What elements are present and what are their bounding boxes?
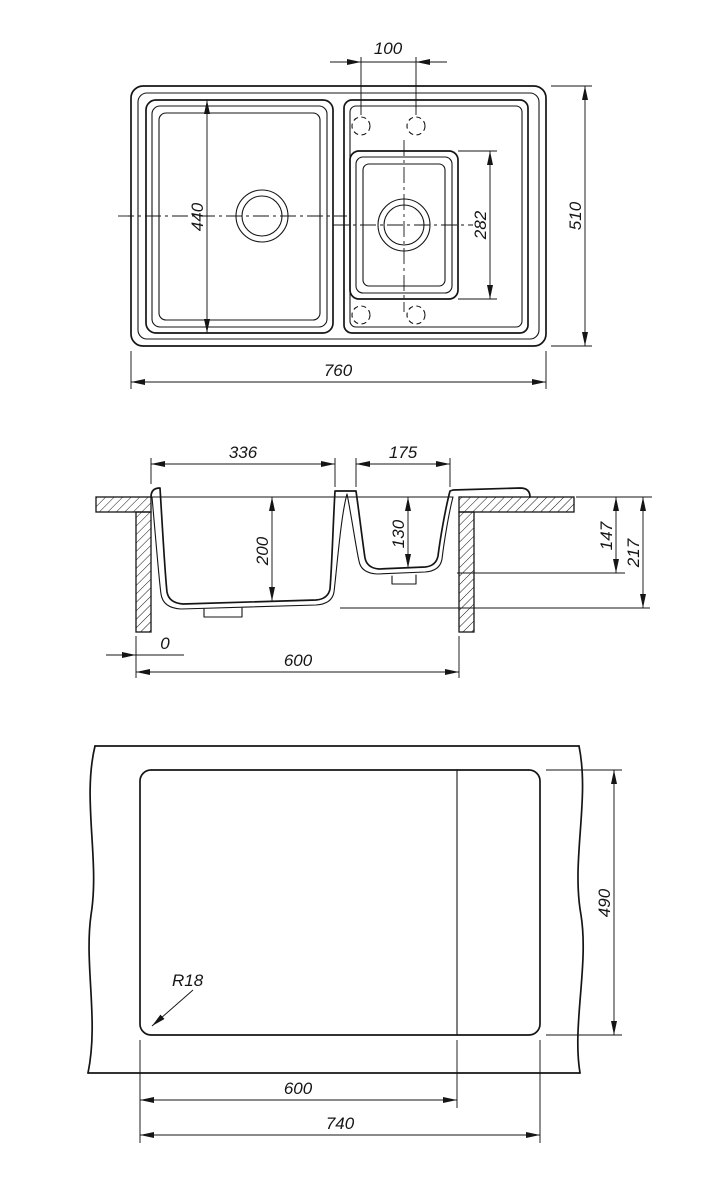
dim-label-740: 740 — [326, 1114, 355, 1133]
countertop-outline — [87, 745, 585, 1074]
dim-label-510: 510 — [566, 201, 585, 230]
dim-half-bowl-length: 282 — [458, 150, 497, 300]
dim-label-200: 200 — [253, 536, 272, 566]
tap-holes — [351, 116, 426, 325]
dim-label-217: 217 — [624, 538, 643, 568]
dim-hole-spacing: 100 — [330, 39, 447, 115]
dim-label-r18: R18 — [172, 971, 204, 990]
dim-label-147: 147 — [597, 521, 616, 550]
dim-label-600-section: 600 — [284, 651, 313, 670]
break-line-right — [576, 745, 585, 1074]
plan-view: 100 440 282 510 760 — [118, 39, 592, 389]
section-view: 336 175 200 130 147 — [95, 443, 652, 678]
sink-section-profile — [150, 487, 531, 618]
dim-label-440: 440 — [188, 202, 207, 231]
bowl-inner-contour — [150, 487, 531, 605]
dim-span-600-section: 600 — [136, 636, 460, 678]
dim-height-147: 147 — [457, 496, 652, 574]
dim-label-600-cutout: 600 — [284, 1079, 313, 1098]
main-drain-outlet — [203, 607, 243, 618]
dim-bowl-depth: 200 — [253, 497, 275, 601]
dim-cutout-depth: 490 — [546, 769, 622, 1036]
dim-bowl-length: 440 — [188, 100, 210, 333]
dim-label-0: 0 — [160, 634, 170, 653]
centerlines — [118, 140, 473, 312]
break-line-left — [87, 745, 96, 1074]
cutout-view: 490 R18 600 740 — [87, 745, 622, 1143]
dim-half-bowl-width: 175 — [355, 443, 451, 487]
tap-hole-icon — [406, 116, 426, 136]
dim-height-217: 217 — [340, 497, 650, 609]
countertop-section-left — [95, 496, 152, 513]
dim-overall-width: 760 — [130, 351, 547, 389]
tap-hole-icon — [351, 116, 371, 136]
dim-label-282: 282 — [471, 210, 490, 240]
radius-callout: R18 — [151, 971, 204, 1027]
dim-label-336: 336 — [229, 443, 258, 462]
cutout-outline — [139, 769, 541, 1036]
tap-hole-icon — [406, 305, 426, 325]
dim-overall-depth: 510 — [551, 85, 592, 347]
tap-hole-icon — [351, 305, 371, 325]
dim-label-760: 760 — [324, 361, 353, 380]
dim-zero-ref: 0 — [106, 634, 184, 678]
dim-half-bowl-depth: 130 — [389, 497, 411, 568]
half-bowl-drain-outlet — [391, 574, 417, 585]
countertop-section-right — [458, 496, 575, 513]
bowl-outer-contour — [151, 493, 454, 610]
dim-label-490: 490 — [595, 888, 614, 917]
cabinet-panel-left — [135, 511, 152, 633]
dim-cutout-width: 740 — [139, 1040, 541, 1143]
dim-label-175: 175 — [389, 443, 418, 462]
dim-bowl-width: 336 — [150, 443, 336, 487]
dim-label-130: 130 — [389, 519, 408, 548]
cabinet-panel-right — [458, 511, 475, 633]
dim-span-600-cutout: 600 — [139, 1040, 458, 1108]
dim-label-100: 100 — [374, 39, 403, 58]
